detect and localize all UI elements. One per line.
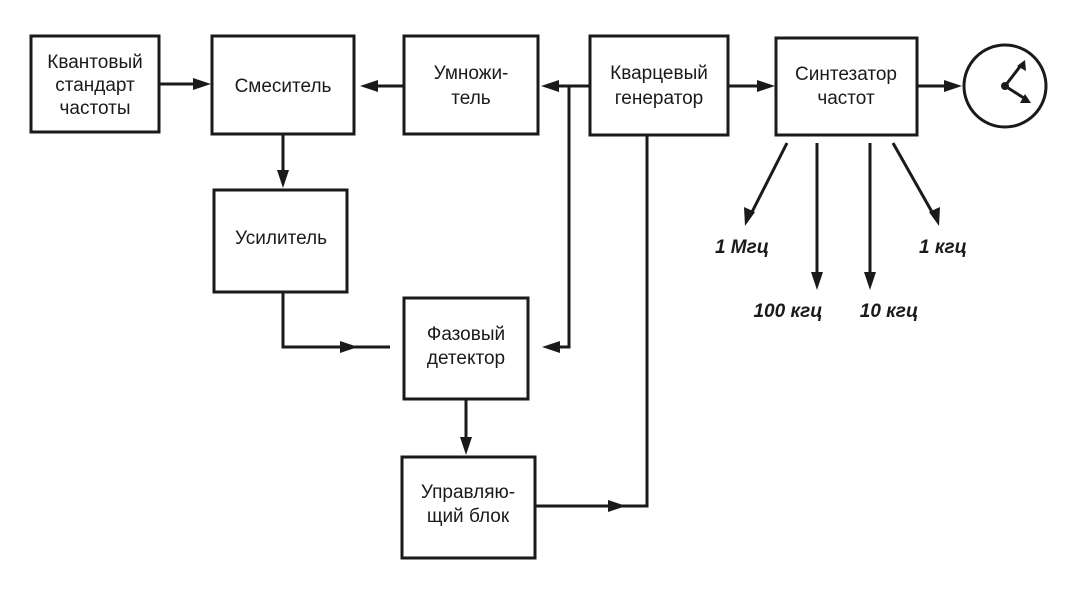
output-label-100khz: 100 кгц — [753, 301, 822, 322]
synthesizer-block: Синтезатор частот — [774, 36, 919, 137]
block-label: тель — [451, 88, 491, 109]
connector-crystal-to-phase-detector — [556, 86, 571, 349]
arrowhead-right — [340, 341, 358, 353]
arrowhead-left — [541, 80, 559, 92]
block-label: Смеситель — [235, 76, 332, 97]
output-labels: 1 Мгц 100 кгц 10 кгц 1 кгц — [715, 237, 967, 322]
block-label: Управляю- — [421, 482, 515, 503]
arrowhead-down — [811, 272, 823, 290]
block-label: Фазовый — [427, 324, 505, 345]
block-label: Квантовый — [47, 52, 142, 73]
block-label: частот — [817, 88, 875, 109]
block-label: Умножи- — [434, 63, 509, 84]
connector-output-1mhz — [750, 142, 789, 213]
crystal-oscillator-block: Кварцевый генератор — [588, 34, 730, 137]
arrowhead-left — [542, 341, 560, 353]
arrowheads — [193, 78, 962, 512]
amplifier-block: Усилитель — [212, 188, 349, 294]
arrowhead-diagonal — [744, 207, 755, 226]
mixer-block: Смеситель — [210, 34, 356, 136]
arrowhead-down — [460, 437, 472, 455]
arrowhead-down — [864, 272, 876, 290]
arrowhead-diagonal — [929, 207, 940, 226]
multiplier-block: Умножи- тель — [402, 34, 540, 136]
output-label-10khz: 10 кгц — [860, 301, 918, 322]
output-label-1khz: 1 кгц — [919, 237, 967, 258]
arrowhead-left — [360, 80, 378, 92]
block-label: генератор — [615, 88, 703, 109]
control-unit-block: Управляю- щий блок — [400, 455, 537, 560]
clock-icon — [962, 43, 1048, 129]
block-label: Синтезатор — [795, 64, 897, 85]
block-label: щий блок — [427, 506, 510, 527]
block-label: частоты — [60, 98, 131, 119]
block-label: детектор — [427, 348, 505, 369]
block-label: Усилитель — [235, 228, 327, 249]
connector-control-to-crystal — [535, 135, 649, 508]
connections — [159, 82, 950, 508]
output-label-1mhz: 1 Мгц — [715, 237, 769, 258]
block-label: стандарт — [55, 75, 135, 96]
arrowhead-right — [757, 80, 775, 92]
arrowhead-right — [944, 80, 962, 92]
phase-detector-block: Фазовый детектор — [402, 296, 530, 401]
arrowhead-right — [193, 78, 211, 90]
connector-output-1khz — [891, 142, 934, 213]
quantum-standard-block: Квантовый стандарт частоты — [29, 34, 161, 134]
block-label: Кварцевый — [610, 63, 708, 84]
arrowhead-right — [608, 500, 626, 512]
connector-amplifier-to-phase-detector — [281, 292, 390, 349]
arrowhead-down — [277, 170, 289, 188]
